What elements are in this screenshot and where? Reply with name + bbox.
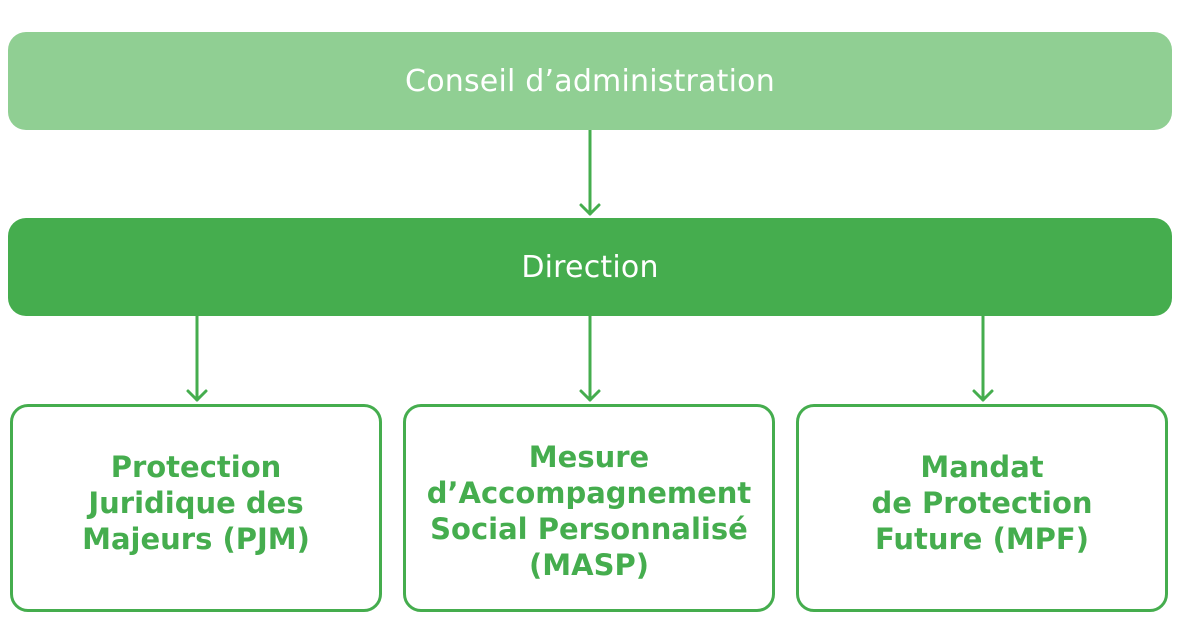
arrow-direction-to-masp bbox=[579, 314, 601, 402]
arrow-direction-to-pjm bbox=[186, 314, 208, 402]
masp-label-line: Social Personnalisé bbox=[430, 512, 748, 546]
masp-label-line: Mesure bbox=[528, 440, 650, 474]
pjm-label-line: Majeurs (PJM) bbox=[82, 522, 310, 556]
masp-node: Mesure d’Accompagnement Social Personnal… bbox=[403, 404, 775, 612]
board-label: Conseil d’administration bbox=[405, 63, 775, 99]
pjm-label-line: Juridique des bbox=[88, 486, 304, 520]
masp-label-line: d’Accompagnement bbox=[426, 476, 752, 510]
direction-label: Direction bbox=[521, 249, 659, 285]
arrow-direction-to-mpf bbox=[972, 314, 994, 402]
mpf-label-line: Future (MPF) bbox=[874, 522, 1090, 556]
pjm-node: Protection Juridique des Majeurs (PJM) bbox=[10, 404, 382, 612]
direction-node: Direction bbox=[8, 218, 1172, 316]
masp-label-line: (MASP) bbox=[529, 548, 649, 582]
arrow-board-to-direction bbox=[579, 128, 601, 216]
mpf-label-line: de Protection bbox=[871, 486, 1093, 520]
board-node: Conseil d’administration bbox=[8, 32, 1172, 130]
mpf-node: Mandat de Protection Future (MPF) bbox=[796, 404, 1168, 612]
pjm-label-line: Protection bbox=[110, 450, 282, 484]
mpf-label-line: Mandat bbox=[920, 450, 1044, 484]
